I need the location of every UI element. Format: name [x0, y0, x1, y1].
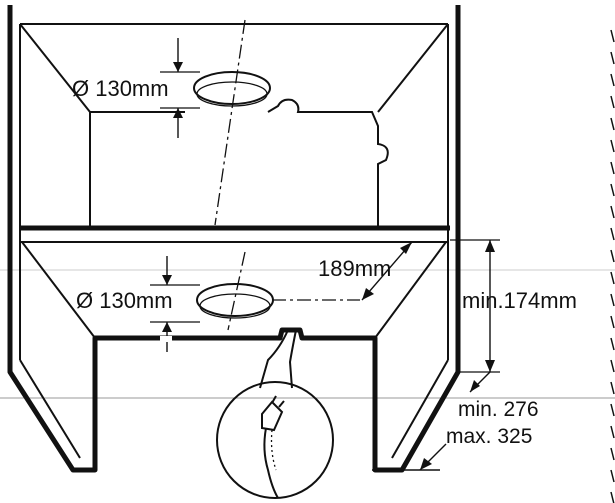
edge-tick	[610, 205, 615, 219]
lower-duct-diameter-label: Ø 130mm	[76, 288, 173, 313]
edge-tick	[610, 359, 615, 373]
right-edge-ticks	[610, 29, 615, 503]
cabinet-frame	[7, 5, 461, 473]
edge-tick	[610, 337, 615, 351]
power-cord-callout	[216, 329, 334, 499]
edge-tick	[610, 249, 615, 263]
edge-tick	[610, 29, 615, 43]
plug-icon	[261, 395, 285, 499]
edge-tick	[610, 183, 615, 197]
edge-tick	[610, 293, 615, 307]
width-dimension	[372, 443, 447, 471]
edge-tick	[610, 95, 615, 109]
edge-tick	[610, 447, 615, 461]
edge-tick	[610, 381, 615, 395]
edge-tick	[610, 403, 615, 417]
edge-tick	[610, 73, 615, 87]
edge-tick	[610, 469, 615, 483]
min-height-label: min.174mm	[462, 288, 577, 313]
edge-tick	[610, 139, 615, 153]
edge-tick	[610, 227, 615, 241]
upper-duct-diameter-label: Ø 130mm	[72, 76, 169, 101]
lower-duct-opening	[150, 251, 360, 352]
edge-tick	[610, 491, 615, 503]
depth-dimension	[361, 241, 413, 301]
scan-artifact-lines	[0, 269, 615, 399]
edge-tick	[610, 51, 615, 65]
edge-tick	[610, 315, 615, 329]
edge-tick	[610, 117, 615, 131]
height-dimension	[450, 239, 500, 393]
width-min-label: min. 276	[458, 398, 539, 421]
depth-label: 189mm	[318, 256, 391, 281]
edge-tick	[610, 161, 615, 175]
width-max-label: max. 325	[446, 425, 532, 448]
upper-duct-opening	[160, 19, 271, 226]
edge-tick	[610, 271, 615, 285]
edge-tick	[610, 425, 615, 439]
